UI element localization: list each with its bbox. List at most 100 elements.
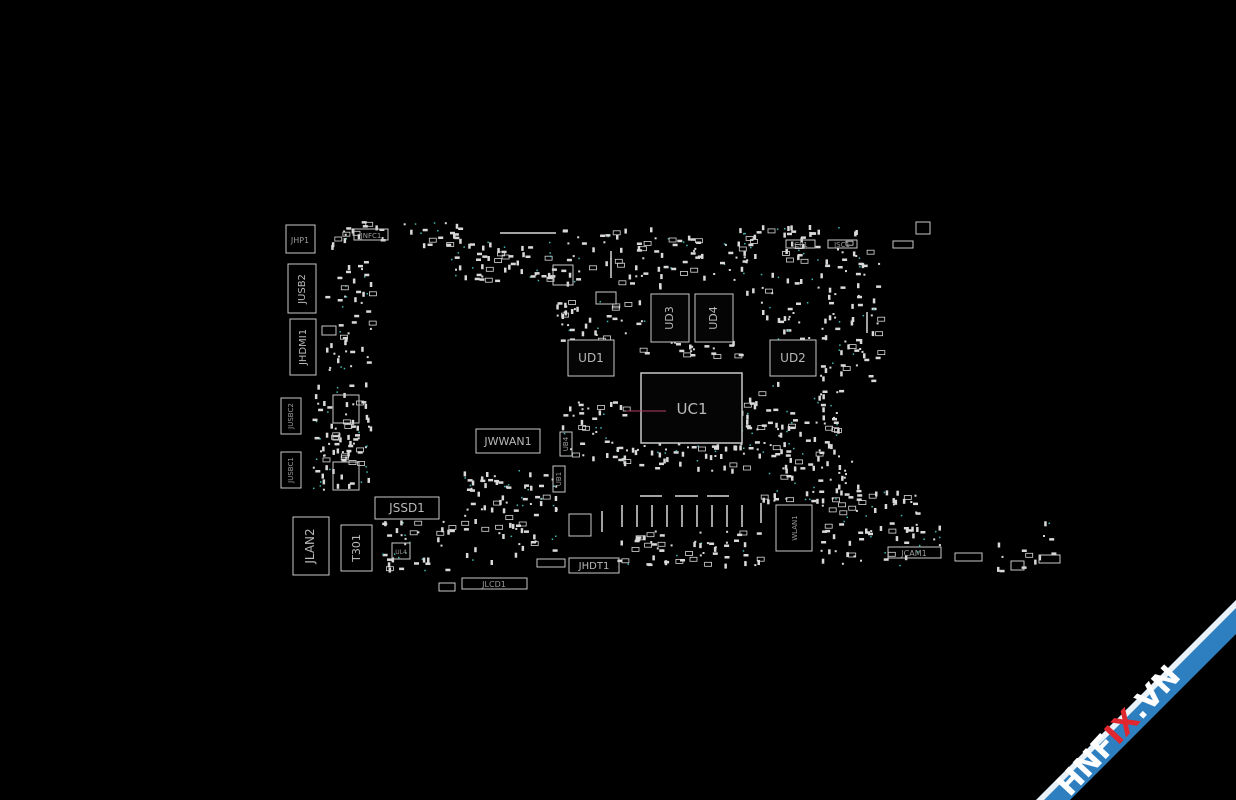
- component-pad: [825, 259, 828, 265]
- via-dot: [510, 535, 513, 538]
- via-dot: [865, 515, 867, 517]
- component-pad: [817, 229, 820, 235]
- component-pad: [728, 251, 734, 255]
- connector-jhdmi1[interactable]: JHDMI1: [289, 318, 317, 376]
- connector-jlan2[interactable]: JLAN2: [292, 516, 330, 576]
- component-pad: [640, 274, 643, 277]
- component-pad: [353, 438, 359, 441]
- component-pad: [724, 563, 727, 569]
- chip-ud3[interactable]: UD3: [650, 293, 690, 343]
- chip-uc1[interactable]: UC1: [626, 372, 743, 444]
- chip-ud4[interactable]: UD4: [694, 293, 734, 343]
- via-dot: [315, 458, 318, 460]
- component-pad: [752, 288, 755, 294]
- component-pad: [365, 382, 368, 388]
- component-pad: [837, 266, 843, 269]
- component-pad: [855, 230, 858, 235]
- component-pad: [561, 314, 565, 319]
- component-pad: [361, 221, 367, 224]
- component-pad: [493, 500, 502, 506]
- component-pad: [455, 268, 457, 271]
- via-dot: [516, 504, 519, 506]
- component-pad: [524, 484, 530, 487]
- component-pad: [824, 368, 828, 374]
- component-pad: [328, 442, 331, 445]
- component-pad: [840, 350, 843, 356]
- connector-jhdt1[interactable]: JHDT1: [568, 557, 620, 574]
- via-dot: [549, 252, 551, 254]
- via-dot: [563, 432, 566, 435]
- connector-jnfc1[interactable]: JNFC1: [353, 228, 389, 241]
- chip-ub1[interactable]: UB1: [552, 465, 566, 493]
- component-pad: [820, 393, 823, 396]
- via-dot: [832, 362, 834, 364]
- component-pad: [356, 290, 362, 294]
- component-pad: [369, 426, 373, 432]
- connector-jssd1[interactable]: JSSD1: [374, 496, 440, 520]
- connector-jlcd1[interactable]: JLCD1: [461, 577, 528, 590]
- component-pad: [787, 426, 791, 431]
- component-pad: [612, 230, 621, 236]
- component-pad: [320, 450, 322, 453]
- component-pad: [772, 445, 781, 451]
- component-pad: [808, 225, 812, 230]
- component-pad: [756, 448, 759, 451]
- chip-ud1[interactable]: UD1: [567, 339, 615, 377]
- component-pad: [336, 448, 340, 454]
- component-pad: [777, 381, 780, 387]
- connector-jcam1[interactable]: JCAM1: [887, 546, 942, 559]
- component-pad: [481, 275, 484, 278]
- via-dot: [549, 255, 552, 258]
- component-pad: [663, 265, 669, 269]
- component-pad: [555, 508, 558, 511]
- component-pad: [656, 547, 659, 550]
- component-pad: [384, 521, 387, 527]
- component-pad: [617, 262, 625, 268]
- component-pad: [704, 345, 710, 348]
- transformer-t301[interactable]: T301: [340, 524, 373, 572]
- component-pad: [894, 499, 898, 505]
- via-dot: [900, 514, 903, 517]
- component-pad: [444, 222, 447, 225]
- component-pad: [805, 439, 811, 442]
- chip-ub4[interactable]: UB4: [559, 431, 573, 457]
- connector-jwwan1[interactable]: JWWAN1: [475, 428, 541, 454]
- component-pad: [477, 491, 480, 497]
- component-pad: [734, 539, 739, 542]
- connector-jusbc1[interactable]: JUSBC1: [280, 451, 302, 489]
- chip-label: UD2: [780, 351, 806, 365]
- component-pad: [354, 297, 357, 303]
- connector-jsc1[interactable]: JSC1: [827, 239, 858, 249]
- chip-ud2[interactable]: UD2: [769, 339, 817, 377]
- connector-jusbc2[interactable]: JUSBC2: [280, 397, 302, 435]
- component-pad: [810, 232, 816, 235]
- component-pad: [323, 401, 326, 406]
- component-pad: [628, 274, 632, 280]
- component-pad: [771, 292, 774, 295]
- chip-ul4[interactable]: UL4: [391, 542, 411, 560]
- component-pad: [635, 265, 638, 271]
- component-pad: [563, 414, 569, 417]
- component-pad: [410, 229, 413, 235]
- component-pad: [1021, 549, 1027, 552]
- via-dot: [420, 232, 422, 234]
- module-wlan1[interactable]: WLAN1: [775, 504, 813, 552]
- component-pad: [920, 531, 926, 534]
- component-pad: [530, 485, 533, 491]
- component-pad: [622, 414, 628, 417]
- component-pad: [508, 264, 511, 270]
- via-dot: [804, 498, 807, 501]
- connector-jusb2[interactable]: JUSB2: [287, 263, 317, 314]
- component-pad: [618, 280, 627, 286]
- component-pad: [791, 241, 794, 247]
- component-pad: [846, 552, 849, 558]
- component-pad: [845, 240, 854, 246]
- component-pad: [554, 496, 558, 501]
- connector-label: JSSD1: [388, 501, 425, 515]
- component-pad: [369, 282, 373, 287]
- connector-jhp1[interactable]: JHP1: [285, 224, 316, 254]
- component-pad: [755, 401, 758, 407]
- component-pad: [857, 283, 860, 289]
- via-dot: [676, 554, 678, 557]
- connector-jcp1[interactable]: JCP1: [785, 239, 816, 249]
